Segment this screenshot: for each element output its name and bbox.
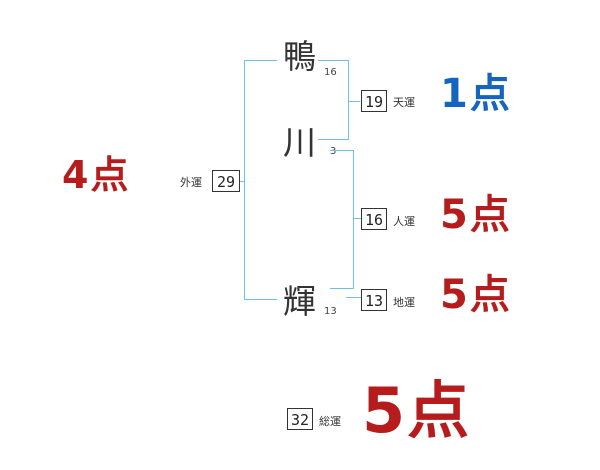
name-char-3-strokes: 13 [324,306,337,317]
gaikaku-count-box: 29 [212,170,240,192]
soukaku-label: 総運 [319,415,341,428]
jinkaku-label: 人運 [393,215,415,228]
jinkaku-score: 5点 [440,192,512,238]
chikaku-score: 5点 [440,272,512,318]
chikaku-connector [346,297,361,298]
gaikaku-score: 4点 [62,153,131,197]
gaikaku-bracket [244,60,277,300]
jinkaku-bracket [330,150,354,289]
chikaku-label: 地運 [393,296,415,309]
jinkaku-connector [353,218,361,219]
tenkaku-bracket [318,60,349,140]
name-char-1: 鴨 [283,37,316,76]
name-char-2-strokes: 3 [330,146,337,157]
name-char-3: 輝 [283,282,316,321]
name-char-2: 川 [283,123,316,162]
name-char-1-strokes: 16 [324,67,337,78]
tenkaku-connector [348,101,360,102]
soukaku-count-box: 32 [287,408,313,430]
tenkaku-label: 天運 [393,96,415,109]
chikaku-count-box: 13 [361,289,387,311]
jinkaku-count-box: 16 [361,208,387,230]
tenkaku-score: 1点 [440,71,512,117]
soukaku-score: 5点 [362,374,472,447]
gaikaku-label: 外運 [180,176,202,189]
gaikaku-connector [240,181,245,182]
tenkaku-count-box: 19 [361,90,387,112]
